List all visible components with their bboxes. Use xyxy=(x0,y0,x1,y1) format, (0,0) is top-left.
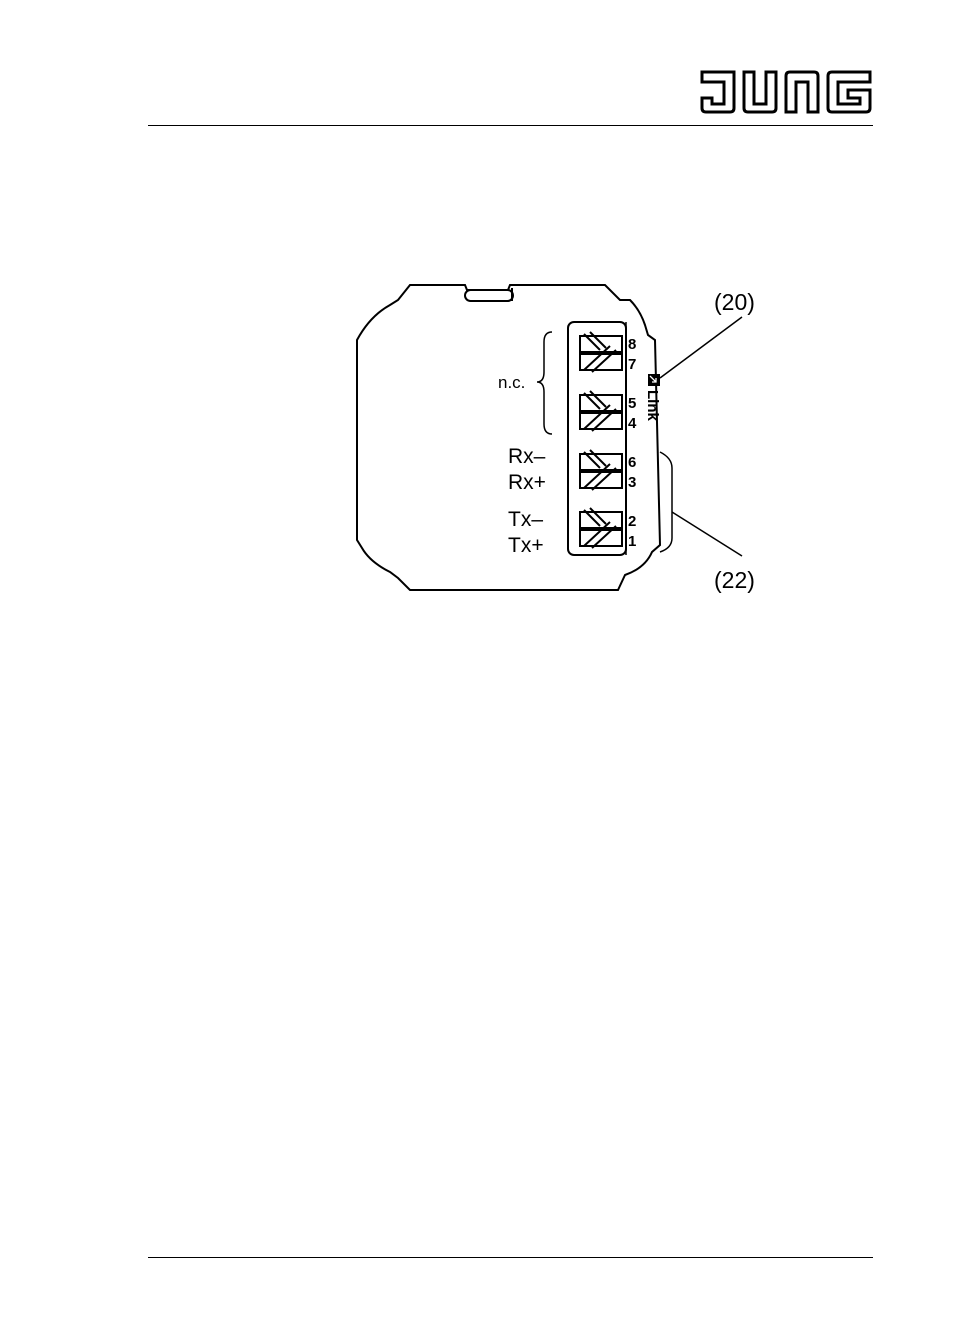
link-indicator-label: Link xyxy=(644,390,661,421)
callout-22-label: (22) xyxy=(714,567,755,593)
pin-label-8: 8 xyxy=(628,336,636,353)
callout-20-label: (20) xyxy=(714,289,755,315)
wiring-diagram: 8 7 5 4 6 3 2 1 Link n.c. Rx– Rx+ Tx– Tx… xyxy=(356,284,755,593)
pin-label-5: 5 xyxy=(628,395,636,412)
callout-22-leader xyxy=(671,511,743,557)
footer-rule xyxy=(148,1257,873,1258)
pin-label-4: 4 xyxy=(628,415,637,432)
pin-label-1: 1 xyxy=(628,533,636,550)
header-rule xyxy=(148,125,873,126)
tx-plus-label: Tx+ xyxy=(508,534,544,557)
nc-brace xyxy=(536,331,553,435)
jung-logo xyxy=(700,70,872,114)
tx-minus-label: Tx– xyxy=(508,508,543,531)
rx-minus-label: Rx– xyxy=(508,445,546,468)
callout-20-leader xyxy=(659,316,743,379)
nc-label: n.c. xyxy=(498,373,525,392)
mounting-slot xyxy=(464,289,514,302)
pin-label-2: 2 xyxy=(628,513,636,530)
insert-outline xyxy=(356,284,662,591)
terminal-bracket xyxy=(659,451,673,553)
pin-label-3: 3 xyxy=(628,474,636,491)
rx-plus-label: Rx+ xyxy=(508,471,546,494)
pin-label-7: 7 xyxy=(628,356,636,373)
pin-label-6: 6 xyxy=(628,454,636,471)
terminal-clamps xyxy=(579,331,623,549)
